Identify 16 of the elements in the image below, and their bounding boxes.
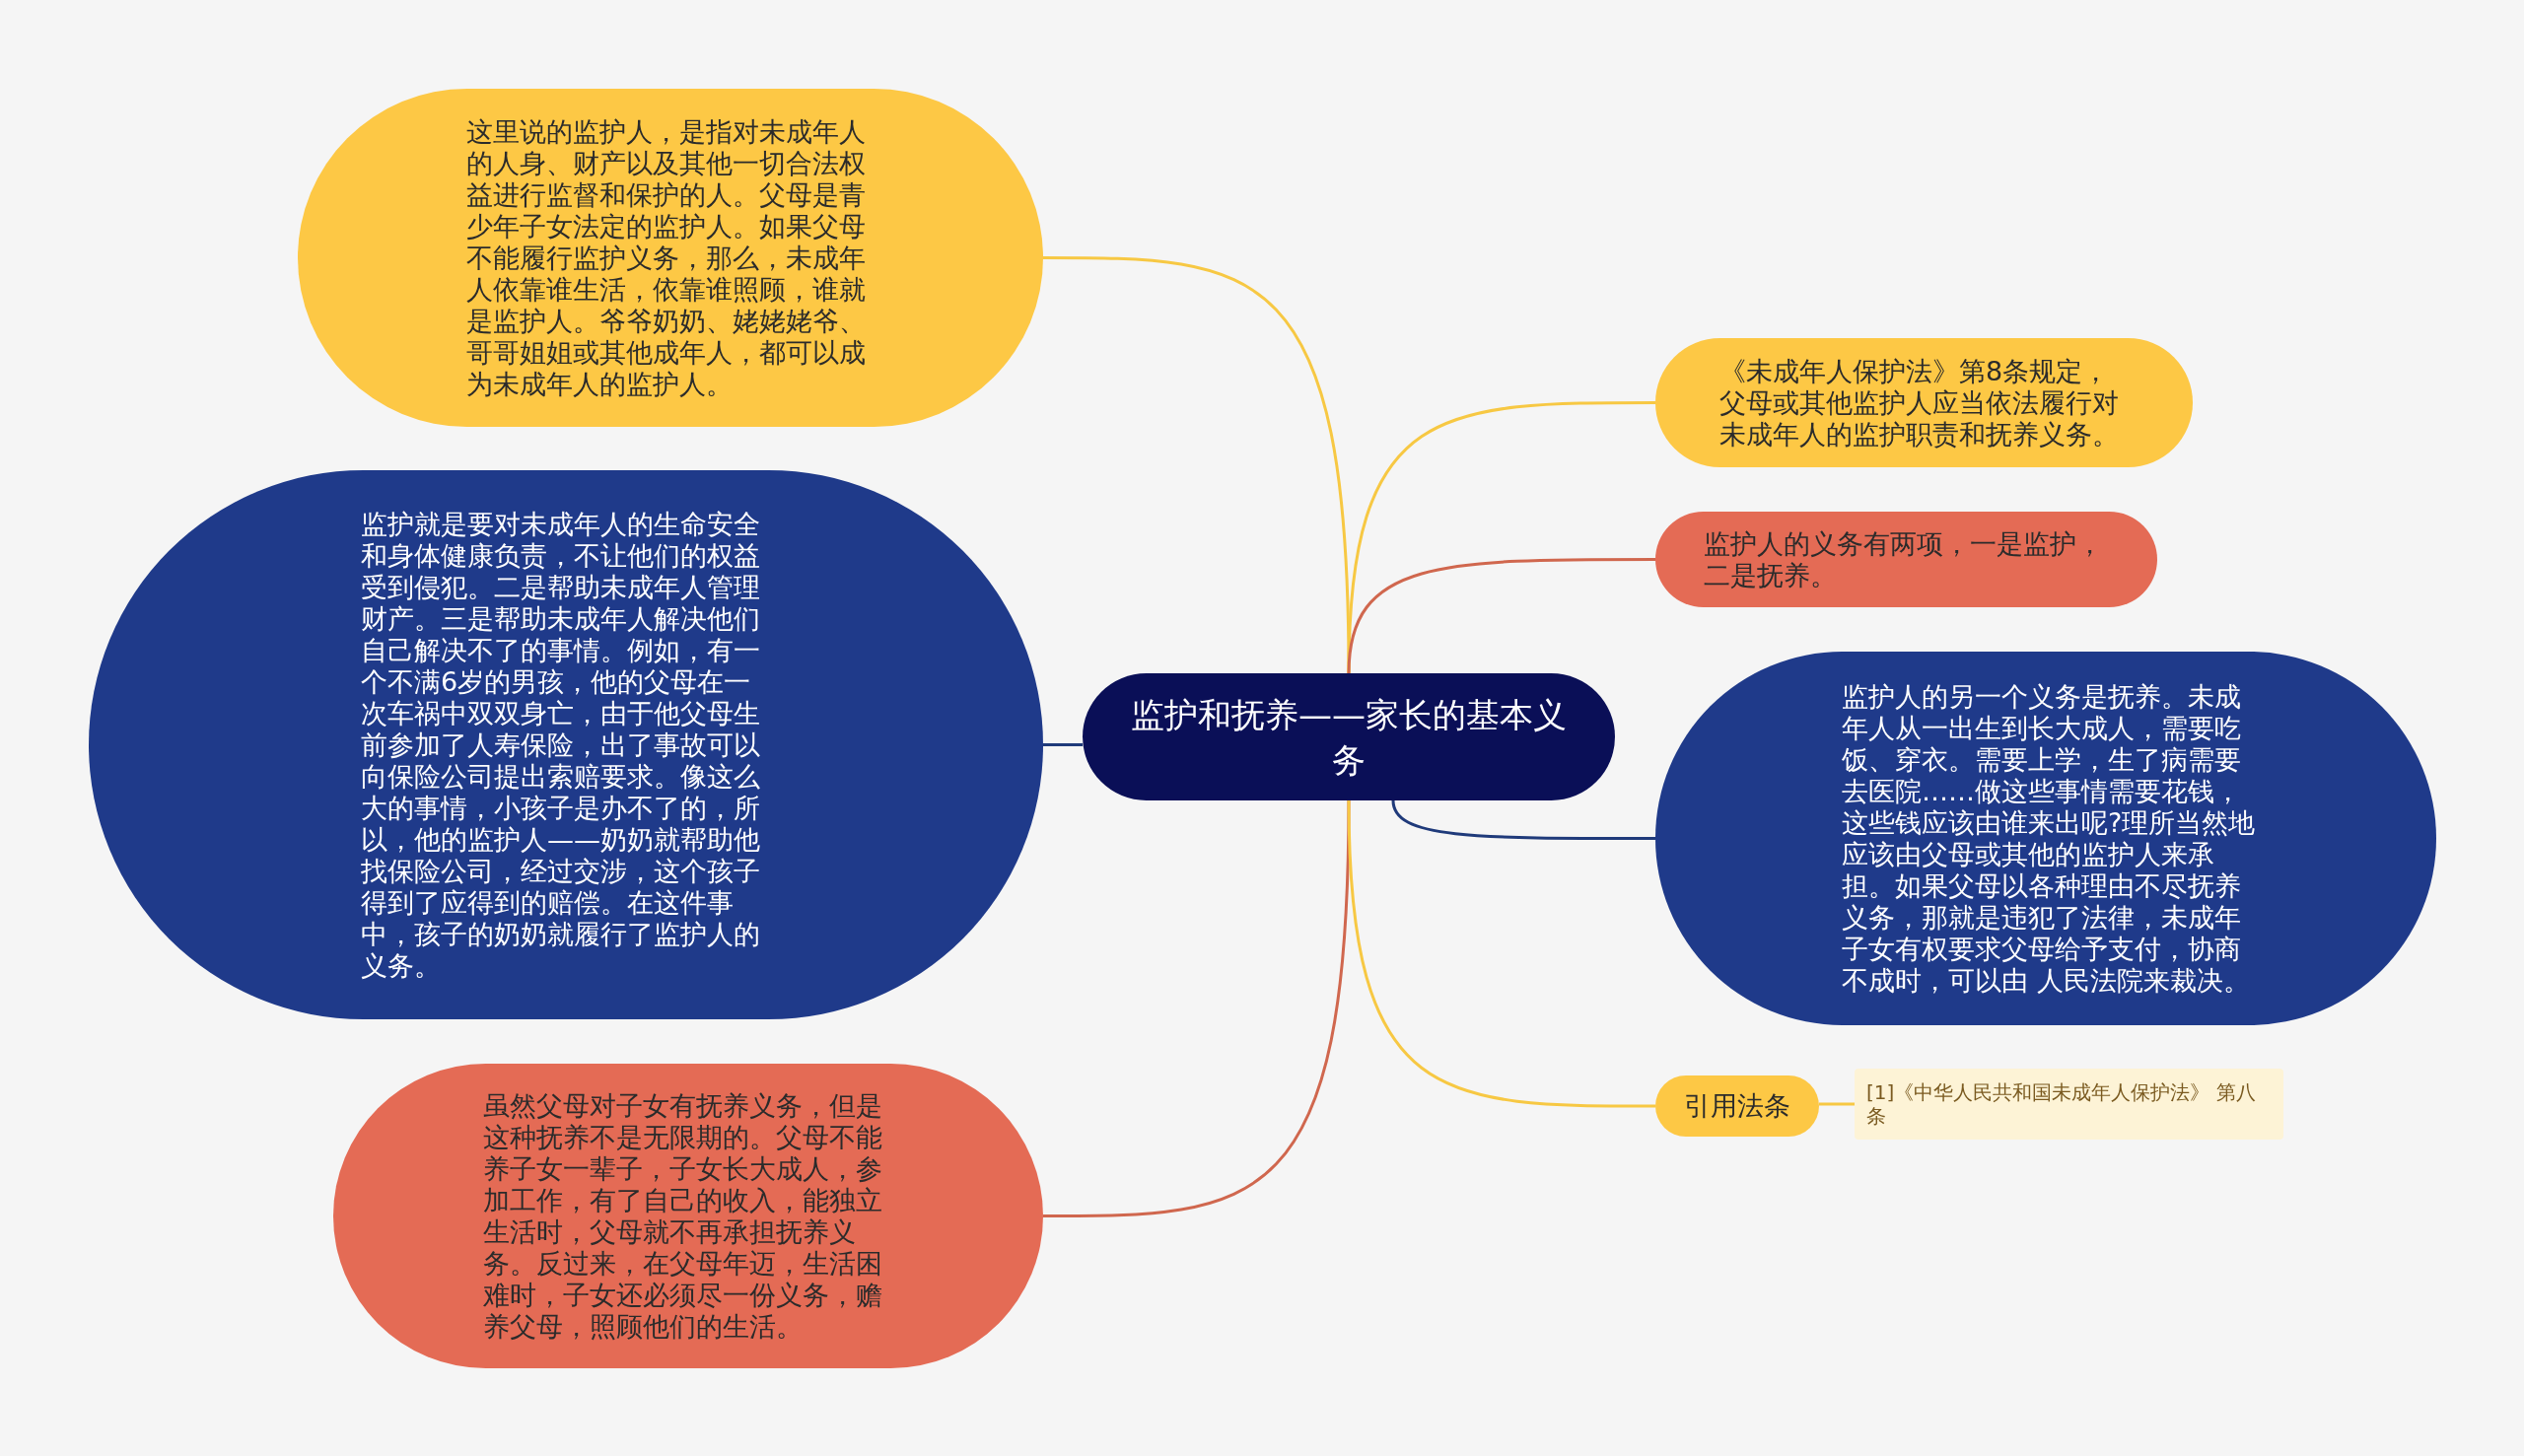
reference-pill: 引用法条 xyxy=(1655,1075,1819,1137)
topic-bubble: 这里说的监护人，是指对未成年人的人身、财产以及其他一切合法权益进行监督和保护的人。父母是青少年子女法定的监护人。如果父母不能履行监护义务，那么，未成年人依靠谁生活，依靠谁照顾，谁就是监护人。爷爷奶奶、姥姥姥爷、哥哥姐姐或其他成年人，都可以成为未成年人的监护人。 xyxy=(298,89,1043,427)
topic-bubble: 虽然父母对子女有抚养义务，但是这种抚养不是无限期的。父母不能养子女一辈子，子女长大成人，参加工作，有了自己的收入，能独立生活时，父母就不再承担抚养义务。反过来，在父母年迈，生活困难时，子女还必须尽一份义务，赡养父母，照顾他们的生活。 xyxy=(333,1064,1043,1368)
citation-note: [1]《中华人民共和国未成年人保护法》 第八条 xyxy=(1855,1069,2283,1140)
topic-bubble: 监护就是要对未成年人的生命安全和身体健康负责，不让他们的权益受到侵犯。二是帮助未成年人管理财产。三是帮助未成年人解决他们自己解决不了的事情。例如，有一个不满6岁的男孩，他的父母在一次车祸中双双身亡，由于他父母生前参加了人寿保险，出了事故可以向保险公司提出索赔要求。像这么大的事情，小孩子是办不了的，所以，他的监护人——奶奶就帮助他找保险公司，经过交涉，这个孩子得到了应得到的赔偿。在这件事中，孩子的奶奶就履行了监护人的义务。 xyxy=(89,470,1043,1019)
connector-line xyxy=(1347,558,1655,674)
connector-line xyxy=(1043,799,1351,1217)
topic-bubble: 《未成年人保护法》第8条规定，父母或其他监护人应当依法履行对未成年人的监护职责和抚养义务。 xyxy=(1655,338,2193,467)
topic-bubble: 监护人的义务有两项，一是监护，二是抚养。 xyxy=(1655,512,2157,607)
connector-line xyxy=(1391,799,1655,840)
topic-bubble: 监护人的另一个义务是抚养。未成年人从一出生到长大成人，需要吃饭、穿衣。需要上学，生了病需要去医院……做这些事情需要花钱，这些钱应该由谁来出呢?理所当然地应该由父母或其他的监护人来承担。如果父母以各种理由不尽抚养义务，那就是违犯了法律，未成年子女有权要求父母给予支付，协商不成时，可以由 人民法院来裁决。 xyxy=(1655,652,2436,1025)
central-topic: 监护和抚养——家长的基本义务 xyxy=(1083,673,1615,800)
connector-line xyxy=(1819,1102,1855,1106)
connector-line xyxy=(1043,256,1351,674)
connector-line xyxy=(1043,743,1083,746)
connector-line xyxy=(1347,799,1655,1108)
